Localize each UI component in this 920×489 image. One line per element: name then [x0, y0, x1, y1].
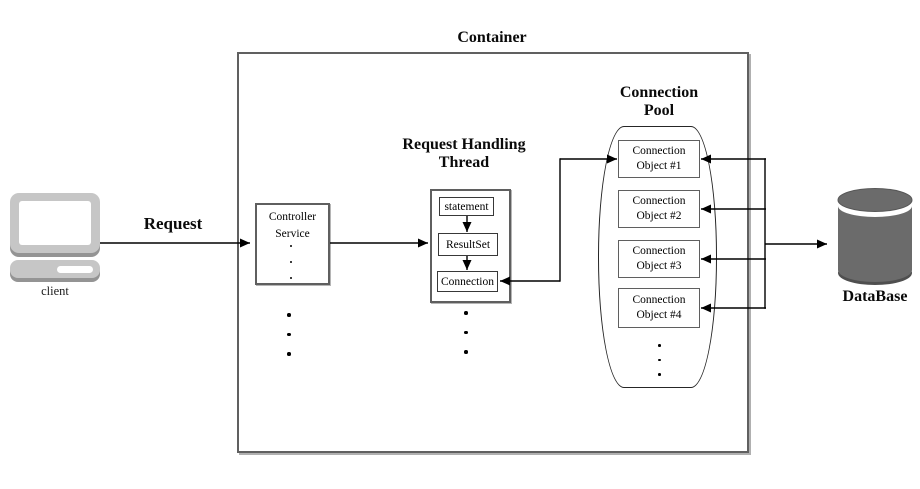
connection-object-box: Connection Object #1 [618, 140, 700, 178]
connection-object-box: Connection Object #2 [618, 190, 700, 228]
dot [464, 350, 468, 354]
resultset-box: ResultSet [438, 233, 498, 256]
controller-service-line2: Service [275, 228, 310, 240]
pool-ellipsis [658, 338, 661, 382]
request-label: Request [143, 214, 203, 233]
dot [290, 261, 292, 263]
statement-box: statement [439, 197, 494, 216]
controller-service-box: Controller Service [255, 203, 330, 285]
dot [290, 245, 292, 247]
connection-object-line1: Connection [632, 195, 686, 207]
connection-object-line2: Object #1 [636, 160, 682, 172]
thread-title: Request Handling Thread [384, 136, 544, 172]
database-icon [837, 188, 913, 285]
database-label: DataBase [842, 288, 908, 305]
container-title: Container [457, 29, 527, 46]
connection-object-line2: Object #2 [636, 210, 682, 222]
connection-object-line1: Connection [632, 145, 686, 157]
dot [290, 277, 292, 279]
container-box [237, 52, 749, 453]
controller-service-line1: Controller [268, 211, 317, 223]
dot [464, 330, 468, 334]
dot [658, 344, 661, 347]
pool-title: Connection Pool [597, 84, 721, 120]
pool-title-line2: Pool [643, 102, 675, 119]
controller-inner-ellipsis [290, 238, 292, 286]
connection-object-line1: Connection [632, 245, 686, 257]
controller-service-label: Controller Service [257, 205, 328, 243]
thread-below-ellipsis [464, 303, 468, 362]
connection-object-line2: Object #3 [636, 260, 682, 272]
dot [658, 373, 661, 376]
dot [287, 313, 291, 317]
thread-title-line2: Thread [438, 154, 490, 171]
connection-box: Connection [437, 271, 498, 292]
connection-object-box: Connection Object #4 [618, 288, 700, 328]
client-computer-icon [10, 193, 100, 282]
client-label: client [41, 284, 69, 298]
dot [658, 358, 661, 361]
connection-object-line2: Object #4 [636, 309, 682, 321]
controller-below-ellipsis [287, 305, 291, 364]
dot [287, 332, 291, 336]
pool-title-line1: Connection [619, 84, 699, 101]
thread-title-line1: Request Handling [402, 136, 526, 153]
dot [464, 311, 468, 315]
connection-object-box: Connection Object #3 [618, 240, 700, 278]
dot [287, 352, 291, 356]
connection-object-line1: Connection [632, 294, 686, 306]
